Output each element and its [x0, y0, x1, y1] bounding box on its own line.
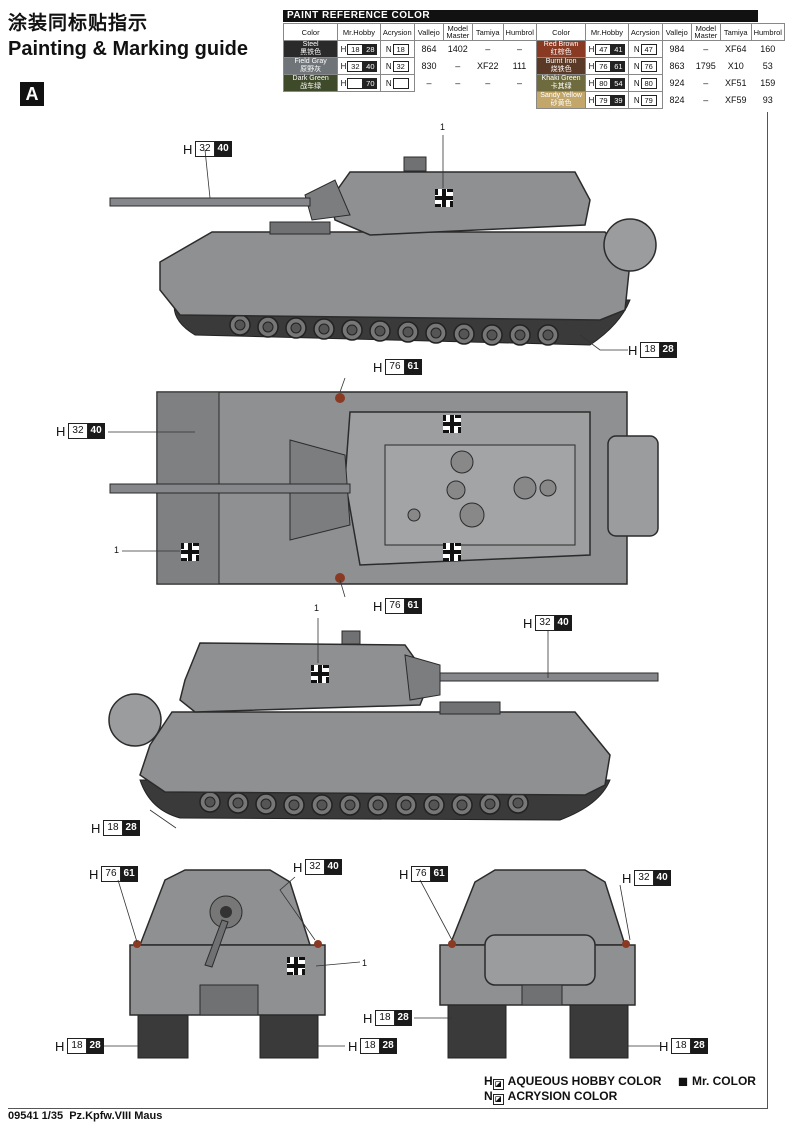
- col-header: Humbrol: [502, 23, 537, 41]
- callout-burnt-iron: H 76 61: [399, 866, 448, 882]
- title-english: Painting & Marking guide: [8, 38, 249, 60]
- aqueous-marker-icon: ◪: [492, 1079, 504, 1090]
- decal-number: 1: [314, 603, 320, 613]
- humbrol-code: –: [516, 78, 522, 88]
- vallejo-code: 984: [669, 44, 685, 55]
- humbrol-code: 53: [762, 61, 773, 71]
- vallejo-code: 824: [669, 95, 685, 105]
- callout-field-gray: H 32 40: [56, 423, 105, 439]
- vallejo-code: 864: [421, 44, 437, 55]
- vallejo-code: 863: [669, 61, 685, 71]
- model-master-code: –: [703, 44, 709, 55]
- col-header: Model Master: [690, 23, 721, 41]
- tamiya-code: X10: [727, 61, 744, 71]
- humbrol-code: –: [516, 44, 522, 55]
- decal-number: 1: [440, 122, 446, 132]
- callout-steel: H 18 28: [628, 342, 677, 358]
- callout-burnt-iron: H 76 61: [373, 359, 422, 375]
- model-master-code: –: [703, 78, 709, 88]
- vallejo-code: –: [426, 78, 432, 88]
- legend-mr-color: ◼Mr. COLOR: [678, 1074, 756, 1088]
- model-master-code: –: [455, 61, 461, 71]
- paint-reference-table: Color Mr.Hobby Acrysion Vallejo Model Ma…: [282, 23, 785, 109]
- model-master-code: –: [703, 95, 709, 105]
- frame-line: [767, 112, 768, 1108]
- frame-line: [8, 1108, 768, 1109]
- rear-view: [439, 869, 636, 1059]
- model-master-code: 1402: [447, 44, 468, 55]
- sheet-letter-badge: A: [20, 82, 44, 106]
- humbrol-code: 93: [762, 95, 773, 105]
- model-master-code: –: [455, 78, 461, 88]
- tamiya-code: –: [485, 78, 491, 88]
- callout-burnt-iron: H 76 61: [89, 866, 138, 882]
- leader-lines: [102, 135, 660, 1047]
- tamiya-code: XF22: [476, 61, 499, 71]
- tamiya-code: XF51: [724, 78, 747, 88]
- decal-number: 1: [362, 958, 368, 968]
- paint-table-title: PAINT REFERENCE COLOR: [283, 10, 758, 22]
- callout-burnt-iron: H 76 61: [373, 598, 422, 614]
- callout-steel: H 18 28: [55, 1038, 104, 1054]
- callout-field-gray: H 32 40: [183, 141, 232, 157]
- callout-field-gray: H 32 40: [622, 870, 671, 886]
- humbrol-code: 111: [512, 61, 527, 71]
- tamiya-code: XF64: [724, 44, 747, 55]
- legend-aqueous: H◪AQUEOUS HOBBY COLOR: [484, 1074, 662, 1090]
- mr-color-marker-icon: ◼: [678, 1074, 688, 1088]
- col-header: Model Master: [442, 23, 473, 41]
- col-header: Vallejo: [661, 23, 692, 41]
- side-view-right: [108, 630, 659, 821]
- title-chinese: 涂装同标贴指示: [8, 13, 149, 34]
- callout-field-gray: H 32 40: [293, 859, 342, 875]
- decal-number: 1: [114, 545, 120, 555]
- humbrol-code: 159: [760, 78, 776, 88]
- footer: 09541 1/35 Pz.Kpfw.VIII Maus: [8, 1110, 163, 1122]
- acrysion-code: N: [379, 74, 415, 92]
- callout-field-gray: H 32 40: [523, 615, 572, 631]
- tamiya-code: XF59: [724, 95, 747, 105]
- top-view: [109, 391, 659, 585]
- acrysion-marker-icon: ◪: [492, 1094, 504, 1105]
- tamiya-code: –: [485, 44, 491, 55]
- side-view-left: [109, 156, 657, 346]
- callout-steel: H 18 28: [659, 1038, 708, 1054]
- col-header: Humbrol: [750, 23, 785, 41]
- vallejo-code: 830: [421, 61, 437, 71]
- model-master-code: 1795: [695, 61, 716, 71]
- front-view: [129, 869, 326, 1059]
- legend-acrysion: N◪ACRYSION COLOR: [484, 1089, 618, 1105]
- humbrol-code: 160: [760, 44, 776, 55]
- vallejo-code: 924: [669, 78, 685, 88]
- callout-steel: H 18 28: [348, 1038, 397, 1054]
- col-header: Tamiya: [719, 23, 752, 41]
- callout-steel: H 18 28: [91, 820, 140, 836]
- callout-steel: H 18 28: [363, 1010, 412, 1026]
